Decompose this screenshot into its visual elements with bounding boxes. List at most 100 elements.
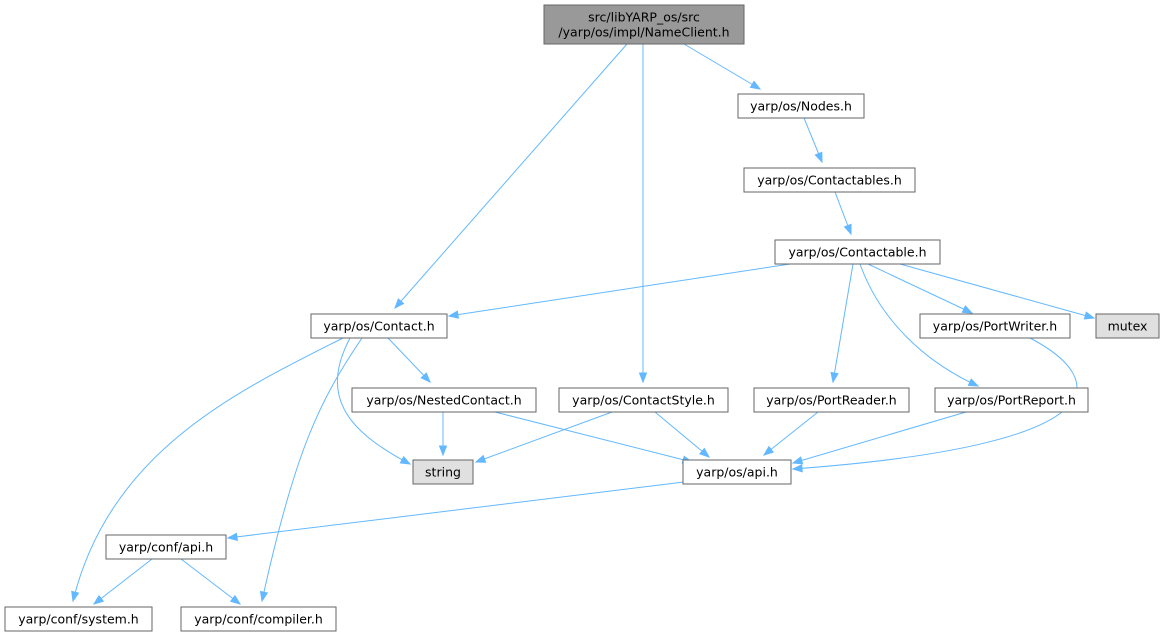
node-box: [919, 313, 1071, 339]
node-label: /yarp/os/impl/NameClient.h: [558, 25, 729, 40]
node-label: yarp/os/PortReader.h: [766, 393, 896, 408]
arrowhead: [474, 454, 487, 463]
edge-nestedcontact_h-to-os_api_h: [494, 411, 694, 464]
node-box: [558, 387, 729, 413]
edge-contactstyle_h-to-string: [474, 411, 613, 463]
node-label: yarp/conf/api.h: [119, 540, 213, 555]
node-box: [1095, 313, 1160, 339]
edge-line: [763, 411, 819, 456]
node-box: [737, 93, 865, 119]
edge-contact_h-to-nestedcontact_h: [387, 337, 431, 383]
node-label: src/libYARP_os/src: [588, 10, 700, 25]
node-label: yarp/os/Nodes.h: [750, 99, 852, 114]
node-conf-api-h[interactable]: yarp/conf/api.h: [105, 534, 227, 560]
arrowhead: [92, 594, 105, 605]
node-portreport-h[interactable]: yarp/os/PortReport.h: [934, 387, 1089, 413]
arrowhead: [967, 378, 980, 387]
node-box: [753, 387, 910, 413]
node-portwriter-h[interactable]: yarp/os/PortWriter.h: [919, 313, 1071, 339]
edge-root-to-nodes_h: [683, 43, 762, 90]
edge-os_api_h-to-conf_api_h: [226, 481, 685, 542]
arrowhead: [438, 445, 448, 457]
edge-contactstyle_h-to-os_api_h: [654, 411, 711, 458]
node-label: yarp/os/ContactStyle.h: [572, 393, 715, 408]
node-string[interactable]: string: [412, 459, 474, 485]
edge-line: [683, 43, 761, 90]
node-root[interactable]: src/libYARP_os/src/yarp/os/impl/NameClie…: [543, 4, 745, 45]
node-box: [543, 4, 745, 45]
node-contact-h[interactable]: yarp/os/Contact.h: [310, 313, 448, 339]
arrowhead: [791, 464, 803, 473]
edge-contactables_h-to-contactable_h: [834, 191, 852, 236]
arrowhead: [762, 445, 775, 456]
edge-line: [899, 263, 1095, 319]
edge-contact_h-to-string: [336, 337, 412, 465]
arrowhead: [394, 298, 405, 310]
edge-root-to-contact_h: [394, 43, 628, 310]
edge-line: [261, 337, 363, 602]
node-compiler-h[interactable]: yarp/conf/compiler.h: [180, 606, 337, 632]
arrowhead: [447, 310, 460, 319]
edge-line: [832, 263, 854, 383]
edge-line: [654, 411, 710, 458]
node-box: [682, 459, 792, 485]
edge-line: [867, 263, 973, 314]
arrowhead: [229, 594, 242, 605]
arrowhead: [259, 590, 269, 603]
node-label: mutex: [1108, 319, 1148, 334]
edge-root-to-contactstyle_h: [638, 44, 648, 384]
node-label: yarp/os/Contact.h: [323, 319, 434, 334]
node-label: yarp/conf/system.h: [18, 612, 138, 627]
edge-contactable_h-to-mutex: [899, 263, 1096, 320]
edge-contact_h-to-compiler_h: [259, 337, 363, 603]
edge-contactable_h-to-portreport_h: [859, 263, 980, 387]
node-nestedcontact-h[interactable]: yarp/os/NestedContact.h: [351, 387, 537, 413]
arrowhead: [830, 371, 839, 384]
arrowhead: [843, 223, 852, 236]
edge-conf_api_h-to-system_h: [92, 558, 153, 605]
node-mutex[interactable]: mutex: [1095, 313, 1160, 339]
arrowhead: [399, 455, 412, 465]
edge-conf_api_h-to-compiler_h: [180, 558, 242, 605]
edge-line: [394, 43, 628, 309]
node-contactables-h[interactable]: yarp/os/Contactables.h: [743, 167, 916, 193]
edge-line: [93, 558, 153, 605]
node-os-api-h[interactable]: yarp/os/api.h: [682, 459, 792, 485]
node-contactable-h[interactable]: yarp/os/Contactable.h: [774, 239, 941, 265]
arrowhead: [1083, 311, 1096, 320]
arrowhead: [749, 80, 762, 90]
node-label: yarp/os/Contactable.h: [788, 245, 926, 260]
node-label: yarp/os/PortWriter.h: [933, 319, 1057, 334]
edges-layer: [71, 43, 1096, 605]
node-box: [774, 239, 941, 265]
edge-line: [336, 337, 411, 465]
arrowhead: [961, 305, 974, 314]
edge-line: [494, 411, 693, 463]
edge-contactable_h-to-portwriter_h: [867, 263, 974, 314]
arrowhead: [226, 532, 238, 542]
edge-line: [180, 558, 241, 605]
edge-line: [792, 411, 967, 464]
node-label: yarp/conf/compiler.h: [194, 612, 323, 627]
arrowhead: [71, 590, 80, 603]
node-nodes-h[interactable]: yarp/os/Nodes.h: [737, 93, 865, 119]
edge-contactable_h-to-contact_h: [447, 263, 791, 319]
node-contactstyle-h[interactable]: yarp/os/ContactStyle.h: [558, 387, 729, 413]
node-box: [310, 313, 448, 339]
edge-nestedcontact_h-to-string: [438, 412, 448, 457]
node-system-h[interactable]: yarp/conf/system.h: [4, 606, 153, 632]
nodes-layer: src/libYARP_os/src/yarp/os/impl/NameClie…: [4, 4, 1160, 632]
edge-line: [387, 337, 431, 383]
edge-nodes_h-to-contactables_h: [803, 117, 823, 164]
edge-portreport_h-to-os_api_h: [791, 411, 967, 465]
node-portreader-h[interactable]: yarp/os/PortReader.h: [753, 387, 910, 413]
edge-contactable_h-to-portreader_h: [830, 263, 854, 384]
edge-line: [227, 481, 685, 539]
node-label: yarp/os/Contactables.h: [757, 173, 902, 188]
edge-portreader_h-to-os_api_h: [762, 411, 819, 456]
arrowhead: [791, 456, 804, 465]
edge-line: [72, 337, 344, 602]
edge-contact_h-to-system_h: [71, 337, 344, 603]
node-box: [351, 387, 537, 413]
